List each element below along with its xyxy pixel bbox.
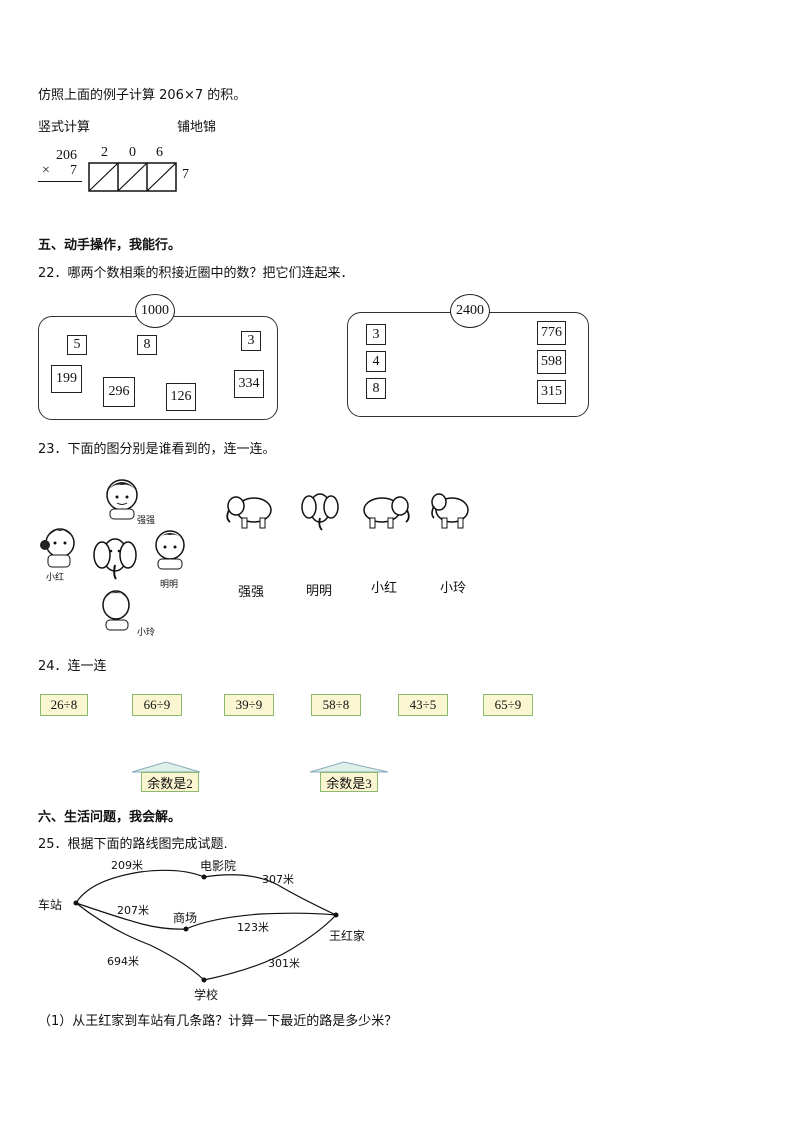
- remainder-card[interactable]: 余数是3: [320, 772, 378, 792]
- kid-label: 小红: [46, 573, 65, 583]
- place-cinema: 电影院: [200, 859, 237, 873]
- distance-label: 301米: [268, 957, 300, 970]
- lattice-label: 铺地锦: [177, 120, 217, 135]
- vertical-bottom: 7: [70, 163, 77, 178]
- q22-number[interactable]: 3: [241, 331, 261, 351]
- distance-label: 207米: [117, 904, 149, 917]
- place-mall: 商场: [173, 911, 198, 925]
- kid-label: 明明: [160, 580, 179, 590]
- vertical-label: 竖式计算: [38, 120, 91, 135]
- q22-number[interactable]: 4: [366, 351, 386, 372]
- q24-text: 24．连一连: [38, 659, 107, 674]
- expression-card[interactable]: 66÷9: [132, 694, 182, 716]
- distance-label: 209米: [111, 859, 143, 872]
- kid-label: 强强: [137, 516, 156, 526]
- kid-mingming-icon: [155, 530, 185, 570]
- q22-text: 22．哪两个数相乘的积接近圈中的数？把它们连起来．: [38, 266, 354, 281]
- vertical-top: 206: [56, 148, 77, 163]
- answer-name: 明明: [306, 584, 333, 599]
- place-school: 学校: [194, 988, 219, 1002]
- kids-elephant-illustration: [40, 479, 185, 631]
- q22-number[interactable]: 334: [234, 370, 264, 398]
- q22-number[interactable]: 8: [137, 335, 157, 355]
- section5-title: 五、动手操作，我能行。: [38, 238, 182, 253]
- q23-text: 23．下面的图分别是谁看到的，连一连。: [38, 442, 276, 457]
- answer-name: 小红: [371, 581, 398, 596]
- lattice-grid: [88, 162, 177, 192]
- answer-name: 小玲: [440, 581, 467, 596]
- q22-right-target: 2400: [450, 294, 490, 328]
- q25-sub1: （1）从王红家到车站有几条路？计算一下最近的路是多少米？: [38, 1014, 398, 1029]
- elephant-center-icon: [93, 538, 137, 580]
- expression-card[interactable]: 39÷9: [224, 694, 274, 716]
- distance-label: 694米: [107, 955, 139, 968]
- q22-number[interactable]: 126: [166, 383, 196, 411]
- elephant-front-icon: [301, 493, 339, 531]
- q25-text: 25．根据下面的路线图完成试题.: [38, 837, 228, 852]
- expression-card[interactable]: 58÷8: [311, 694, 361, 716]
- place-home: 王红家: [329, 929, 366, 943]
- place-station: 车站: [38, 898, 63, 912]
- vertical-line: [38, 181, 82, 182]
- q22-left-target: 1000: [135, 294, 175, 328]
- q22-number[interactable]: 315: [537, 380, 566, 404]
- vertical-op: ×: [42, 163, 50, 178]
- section6-title: 六、生活问题，我会解。: [38, 810, 182, 825]
- expression-card[interactable]: 65÷9: [483, 694, 533, 716]
- lattice-multiplier: 7: [182, 167, 189, 182]
- kid-qiangqiang-icon: [106, 479, 138, 520]
- remainder-card[interactable]: 余数是2: [141, 772, 199, 792]
- q22-number[interactable]: 296: [103, 377, 135, 407]
- q22-number[interactable]: 598: [537, 350, 566, 374]
- lattice-digit: 0: [129, 145, 136, 160]
- kid-xiaohong-icon: [40, 528, 75, 568]
- lattice-digit: 6: [156, 145, 163, 160]
- elephant-side-right-icon: [363, 496, 410, 529]
- q22-number[interactable]: 199: [51, 365, 82, 393]
- q22-number[interactable]: 8: [366, 378, 386, 399]
- lattice-digit: 2: [101, 145, 108, 160]
- expression-card[interactable]: 26÷8: [40, 694, 88, 716]
- answer-name: 强强: [238, 585, 265, 600]
- distance-label: 307米: [262, 873, 294, 886]
- kid-label: 小玲: [137, 628, 156, 638]
- elephant-views: [226, 493, 469, 531]
- kid-xiaoling-icon: [102, 590, 130, 631]
- expression-card[interactable]: 43÷5: [398, 694, 448, 716]
- q22-number[interactable]: 3: [366, 324, 386, 345]
- q22-number[interactable]: 5: [67, 335, 87, 355]
- intro-text: 仿照上面的例子计算 206×7 的积。: [38, 88, 247, 103]
- elephant-side-left-icon: [226, 496, 272, 529]
- elephant-back-icon: [431, 493, 469, 529]
- q22-number[interactable]: 776: [537, 321, 566, 345]
- route-map: [73, 869, 339, 983]
- distance-label: 123米: [237, 921, 269, 934]
